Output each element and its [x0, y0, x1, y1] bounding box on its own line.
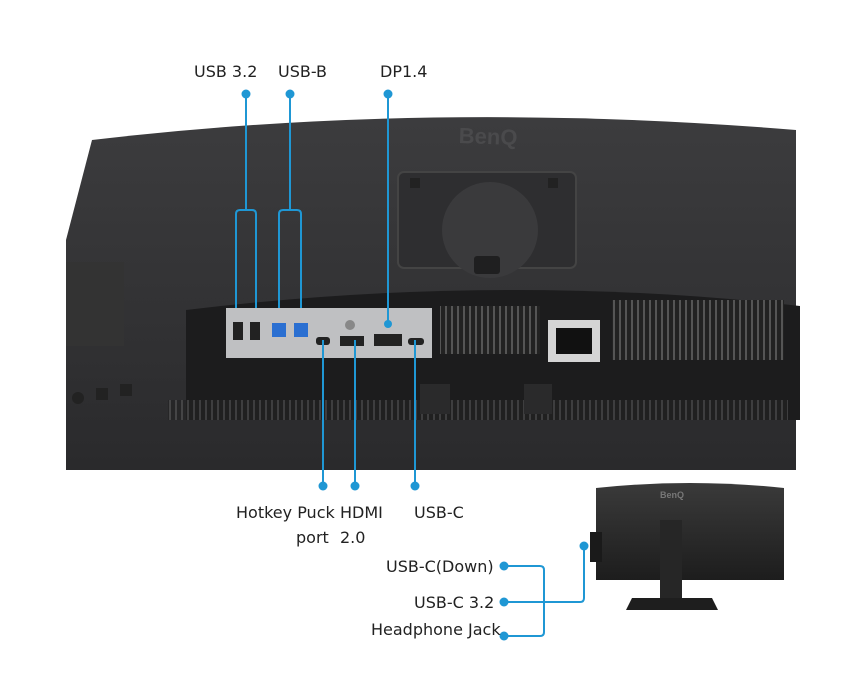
label-usbb: USB-B: [278, 62, 328, 81]
port-plate: [226, 308, 432, 358]
brand-logo: BenQ: [458, 123, 518, 150]
stand-hinge-circle: [442, 182, 538, 278]
inset-brand-logo: BenQ: [660, 490, 684, 500]
displayport-port: [374, 334, 402, 346]
label-usbc: USB-C: [414, 503, 464, 522]
label-dp14: DP1.4: [380, 62, 428, 81]
hdmi-port: [340, 336, 364, 346]
usb-b-port: [294, 323, 308, 337]
label-usbc32: USB-C 3.2: [414, 593, 495, 612]
monitor-side-inset: BenQ: [590, 483, 784, 610]
label-hotkey-puck: Hotkey Puck: [236, 503, 335, 522]
callout-dots: [241, 89, 589, 641]
usb-b-port: [272, 323, 286, 337]
label-hotkey-port: port: [296, 528, 329, 547]
label-usbc-down: USB-C(Down): [386, 557, 494, 576]
callout-lines: [235, 94, 585, 637]
label-hdmi: HDMI: [340, 503, 383, 522]
label-hdmi-version: 2.0: [340, 528, 366, 547]
usb-a-port: [250, 322, 260, 340]
usb-a-port: [233, 322, 243, 340]
label-headphone-jack: Headphone Jack: [371, 620, 501, 639]
label-usb32: USB 3.2: [194, 62, 258, 81]
